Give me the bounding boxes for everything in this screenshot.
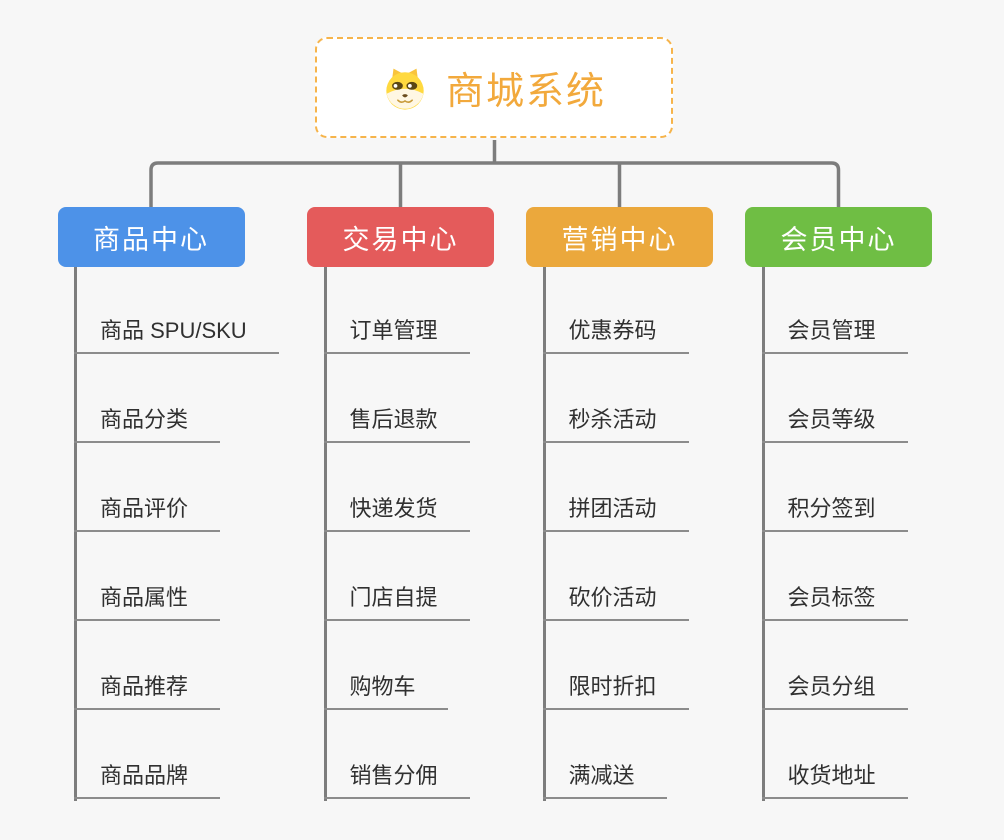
- sub-item[interactable]: 积分签到: [761, 494, 908, 532]
- branch-label: 商品中心: [93, 224, 209, 255]
- sub-item[interactable]: 会员等级: [761, 405, 908, 443]
- sub-item[interactable]: 销售分佣: [323, 761, 470, 799]
- sub-item[interactable]: 砍价活动: [542, 583, 689, 621]
- sub-item[interactable]: 会员分组: [761, 672, 908, 710]
- branch-node-0[interactable]: 商品中心: [57, 207, 245, 267]
- branch-label: 交易中心: [342, 224, 459, 255]
- root-title: 商城系统: [445, 71, 606, 113]
- sub-item[interactable]: 商品品牌: [74, 761, 221, 799]
- branch-trunk-line: [761, 267, 765, 801]
- sub-item[interactable]: 限时折扣: [542, 672, 689, 710]
- sub-item[interactable]: 拼团活动: [542, 494, 689, 532]
- sub-item[interactable]: 秒杀活动: [542, 405, 689, 443]
- sub-item[interactable]: 会员标签: [761, 583, 908, 621]
- sub-item[interactable]: 商品分类: [74, 405, 221, 443]
- sub-item[interactable]: 快递发货: [323, 494, 470, 532]
- branch-trunk-line: [542, 267, 546, 801]
- dog-icon: [386, 68, 424, 110]
- sub-item[interactable]: 商品评价: [74, 494, 221, 532]
- sub-item[interactable]: 收货地址: [761, 761, 908, 799]
- sub-item[interactable]: 优惠券码: [542, 316, 689, 354]
- branch-label: 营销中心: [561, 224, 678, 255]
- branch-node-2[interactable]: 营销中心: [526, 207, 713, 267]
- root-node[interactable]: 商城系统: [315, 37, 673, 138]
- sub-item[interactable]: 商品属性: [74, 583, 221, 621]
- sub-item[interactable]: 商品推荐: [74, 672, 221, 710]
- branch-node-1[interactable]: 交易中心: [307, 207, 494, 267]
- sub-item[interactable]: 售后退款: [323, 405, 470, 443]
- branch-trunk-line: [74, 267, 77, 801]
- branch-node-3[interactable]: 会员中心: [745, 207, 932, 267]
- sub-item[interactable]: 门店自提: [323, 583, 470, 621]
- sub-item[interactable]: 商品 SPU/SKU: [74, 316, 279, 354]
- branch-label: 会员中心: [780, 224, 897, 255]
- sub-item[interactable]: 购物车: [323, 672, 448, 710]
- sub-item[interactable]: 会员管理: [761, 316, 908, 354]
- sub-item[interactable]: 订单管理: [323, 316, 470, 354]
- branch-trunk-line: [323, 267, 327, 801]
- sub-item[interactable]: 满减送: [542, 761, 667, 799]
